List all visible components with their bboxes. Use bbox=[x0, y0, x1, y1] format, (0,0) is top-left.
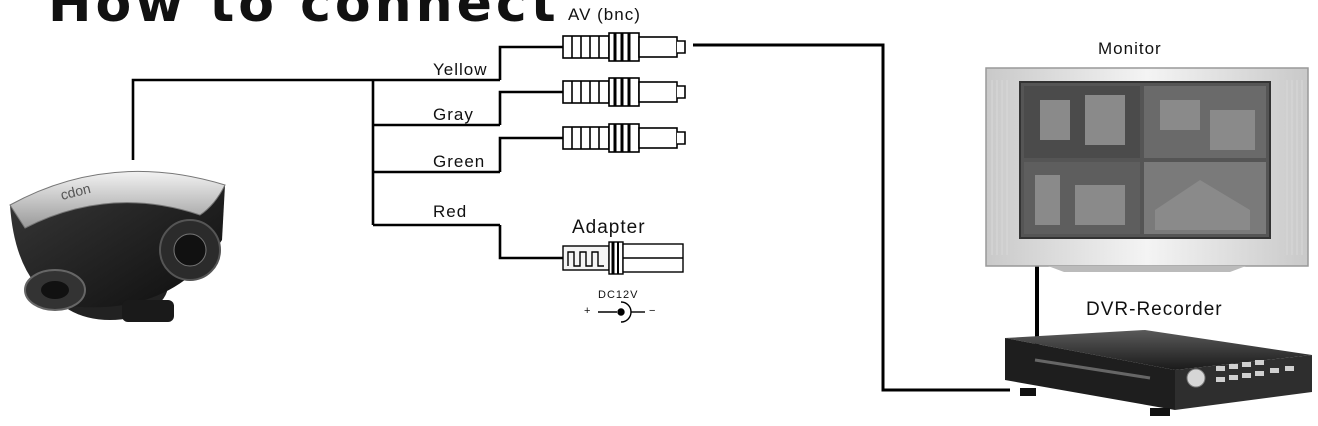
adapter-label: Adapter bbox=[572, 217, 646, 238]
wire-label-yellow: Yellow bbox=[433, 60, 488, 79]
polarity-symbol bbox=[598, 301, 645, 323]
dc-adapter-connector bbox=[562, 241, 684, 275]
dvr-recorder bbox=[1005, 330, 1312, 416]
plus-sign: + bbox=[584, 305, 592, 317]
video-cable bbox=[693, 43, 1010, 392]
bnc-connector-yellow bbox=[562, 32, 686, 62]
monitor-stand bbox=[1048, 266, 1246, 272]
power-spec-label: DC12V bbox=[598, 289, 639, 301]
monitor bbox=[985, 67, 1309, 272]
dome-camera: cdon bbox=[9, 170, 226, 322]
camera-ring bbox=[9, 170, 226, 229]
dvr-label: DVR-Recorder bbox=[1086, 299, 1223, 320]
bnc-connector-gray bbox=[562, 77, 686, 107]
monitor-label: Monitor bbox=[1098, 39, 1162, 58]
av-bnc-label: AV (bnc) bbox=[568, 5, 641, 24]
bnc-connectors bbox=[562, 32, 686, 153]
minus-sign: − bbox=[649, 305, 657, 317]
svg-text:cdon: cdon bbox=[59, 180, 92, 203]
wire-label-red: Red bbox=[433, 202, 468, 221]
bnc-connector-green bbox=[562, 123, 686, 153]
page-title: How to connect bbox=[48, 0, 560, 34]
camera-mount bbox=[122, 300, 174, 322]
camera-wiring bbox=[131, 45, 563, 260]
wire-label-green: Green bbox=[433, 152, 486, 171]
wire-label-gray: Gray bbox=[433, 105, 474, 124]
